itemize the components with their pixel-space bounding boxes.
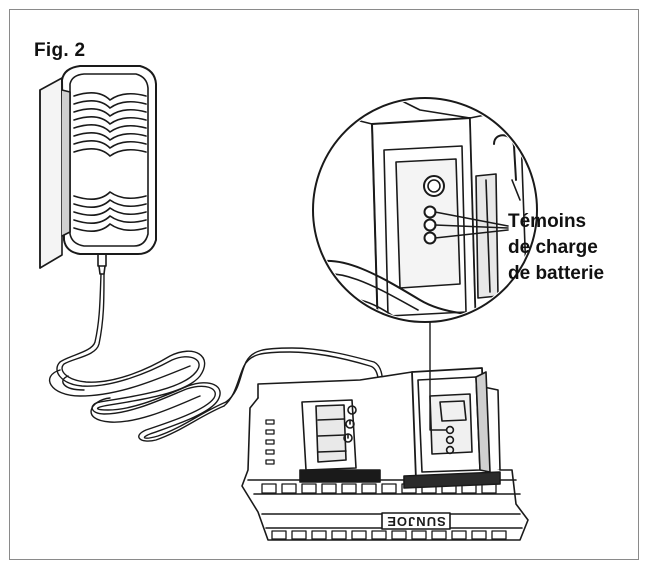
wall-adapter [39,65,157,275]
charger-base [241,367,529,541]
brand-label: SUNJOE [386,514,445,529]
callout-line-2: de charge [508,237,598,258]
leader-line [429,317,447,431]
figure-title: Fig. 2 [34,40,86,61]
power-cord [48,273,384,442]
callout-line-1: Témoins [508,211,587,232]
callout-line-3: de batterie [508,263,605,284]
led-indicator-callout: Témoins de charge de batterie [508,209,604,287]
magnified-detail [312,97,538,323]
